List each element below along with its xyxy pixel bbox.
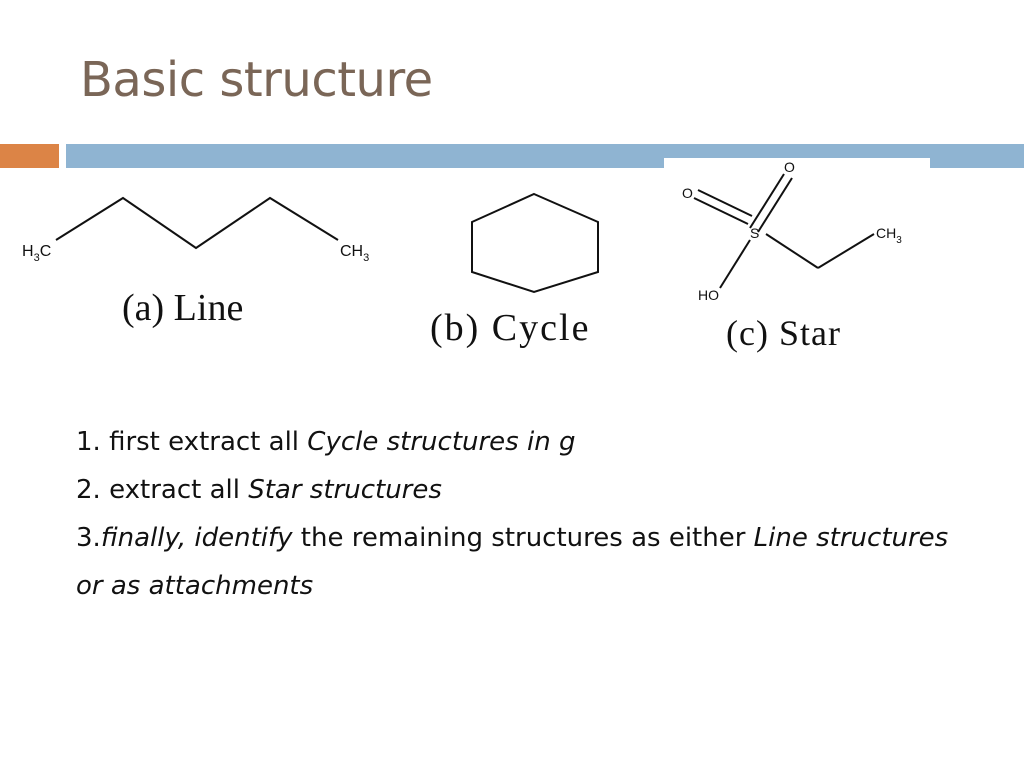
caption-cycle: (b) Cycle [430, 307, 591, 349]
line-structure-bonds [55, 196, 339, 250]
atom-ch3: CH3 [340, 243, 369, 264]
star-structure-diagram: S O O HO CH3 [682, 159, 902, 303]
slide-title: Basic structure [80, 52, 433, 108]
step-1: 1. first extract all Cycle structures in… [76, 427, 576, 457]
atom-ho: HO [698, 287, 719, 303]
atom-s: S [750, 225, 759, 241]
line-structure-diagram: H3C CH3 [22, 196, 369, 264]
accent-bar-orange [0, 144, 59, 168]
image-backdrop [664, 158, 930, 170]
atom-o-top: O [784, 159, 795, 175]
steps-list: 1. first extract all Cycle structures in… [76, 418, 956, 610]
caption-star: (c) Star [726, 313, 841, 353]
caption-line: (a) Line [122, 287, 244, 329]
hexagon-ring [471, 192, 599, 294]
atom-o-left: O [682, 185, 693, 201]
step-3: 3.finally, identify the remaining struct… [76, 523, 949, 601]
step-2: 2. extract all Star structures [76, 475, 442, 505]
atom-ch3-star: CH3 [876, 225, 902, 246]
atom-h3c: H3C [22, 243, 51, 264]
cycle-structure-diagram [471, 192, 599, 294]
